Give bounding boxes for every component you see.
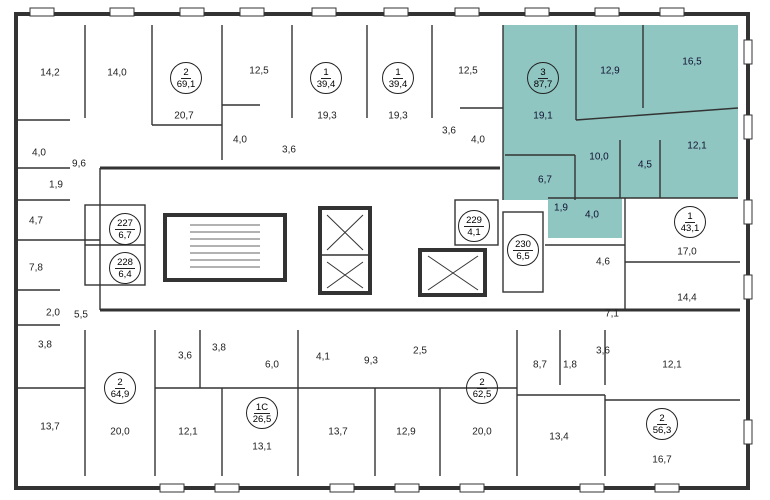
room-area: 1,9 xyxy=(49,179,63,191)
room-area: 12,5 xyxy=(458,65,478,77)
room-area: 3,6 xyxy=(442,125,456,137)
room-area: 3,8 xyxy=(38,339,52,351)
room-area: 4,0 xyxy=(471,134,485,146)
highlighted-apartment-fill[interactable] xyxy=(503,25,738,238)
room-area: 16,7 xyxy=(652,454,672,466)
room-area: 3,6 xyxy=(596,345,610,357)
room-area: 3,8 xyxy=(212,342,226,354)
room-area: 17,0 xyxy=(677,246,697,258)
room-area: 14,0 xyxy=(107,67,127,79)
room-area: 7,1 xyxy=(605,308,619,320)
room-area: 12,1 xyxy=(178,426,198,438)
room-area: 16,5 xyxy=(682,56,702,68)
room-area: 20,7 xyxy=(174,110,194,122)
room-area: 12,1 xyxy=(662,359,682,371)
room-area: 6,0 xyxy=(265,359,279,371)
room-area: 3,6 xyxy=(178,350,192,362)
room-area: 4,1 xyxy=(316,351,330,363)
room-area: 10,0 xyxy=(589,151,609,163)
room-area: 4,7 xyxy=(29,215,43,227)
room-area: 4,0 xyxy=(585,209,599,221)
room-area: 12,5 xyxy=(249,65,269,77)
room-area: 9,3 xyxy=(364,355,378,367)
room-area: 13,7 xyxy=(328,426,348,438)
room-area: 20,0 xyxy=(472,426,492,438)
room-area: 14,2 xyxy=(40,67,60,79)
room-area: 9,6 xyxy=(72,158,86,170)
room-area: 13,4 xyxy=(549,431,569,443)
room-area: 19,3 xyxy=(388,110,408,122)
room-area: 12,9 xyxy=(396,426,416,438)
room-area: 12,9 xyxy=(600,65,620,77)
room-area: 2,5 xyxy=(413,345,427,357)
room-area: 4,0 xyxy=(32,147,46,159)
room-area: 7,8 xyxy=(29,262,43,274)
room-area: 20,0 xyxy=(110,426,130,438)
room-area: 12,1 xyxy=(687,140,707,152)
room-area: 13,7 xyxy=(40,421,60,433)
room-area: 2,0 xyxy=(46,307,60,319)
room-area: 3,6 xyxy=(282,144,296,156)
room-area: 4,5 xyxy=(638,159,652,171)
room-area: 1,9 xyxy=(554,202,568,214)
room-area: 1,8 xyxy=(563,359,577,371)
room-area: 14,4 xyxy=(677,292,697,304)
room-area: 19,3 xyxy=(317,110,337,122)
room-area: 19,1 xyxy=(533,110,553,122)
room-area: 5,5 xyxy=(74,309,88,321)
room-area: 6,7 xyxy=(538,174,552,186)
room-area: 4,0 xyxy=(233,134,247,146)
room-area: 8,7 xyxy=(533,359,547,371)
room-area: 13,1 xyxy=(252,441,272,453)
room-area: 4,6 xyxy=(596,256,610,268)
